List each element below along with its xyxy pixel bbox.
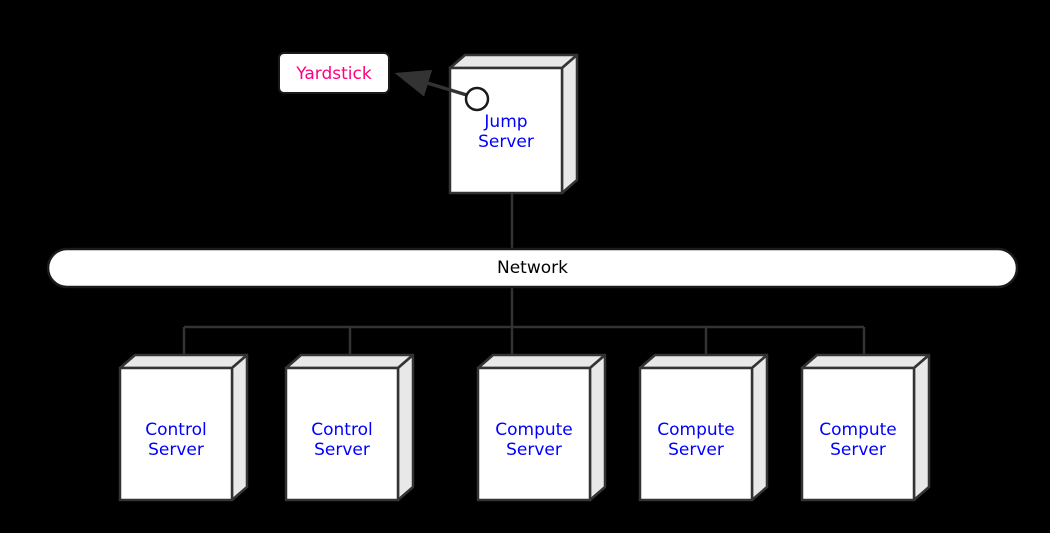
lollipop-interface-icon[interactable] [464,86,490,112]
server-4-side-face [750,353,769,502]
server-3-top-face [476,353,607,370]
jump-server-side-face [560,53,579,195]
server-node-1[interactable] [118,353,249,502]
jump-server-node[interactable] [448,53,579,195]
yardstick-box[interactable] [278,52,390,94]
server-2-front-face [284,366,400,502]
jump-server-front-face [448,66,564,195]
jump-server-top-face [448,53,579,70]
server-node-4[interactable] [638,353,769,502]
server-5-front-face [800,366,916,502]
server-5-top-face [800,353,931,370]
server-1-top-face [118,353,249,370]
server-2-top-face [284,353,415,370]
server-node-3[interactable] [476,353,607,502]
network-bar[interactable] [46,247,1019,289]
edge-interface-to-yardstick [394,69,471,98]
server-3-front-face [476,366,592,502]
server-3-side-face [588,353,607,502]
server-5-side-face [912,353,931,502]
server-4-top-face [638,353,769,370]
server-1-front-face [118,366,234,502]
server-1-side-face [230,353,249,502]
server-2-side-face [396,353,415,502]
server-node-2[interactable] [284,353,415,502]
server-4-front-face [638,366,754,502]
server-node-5[interactable] [800,353,931,502]
